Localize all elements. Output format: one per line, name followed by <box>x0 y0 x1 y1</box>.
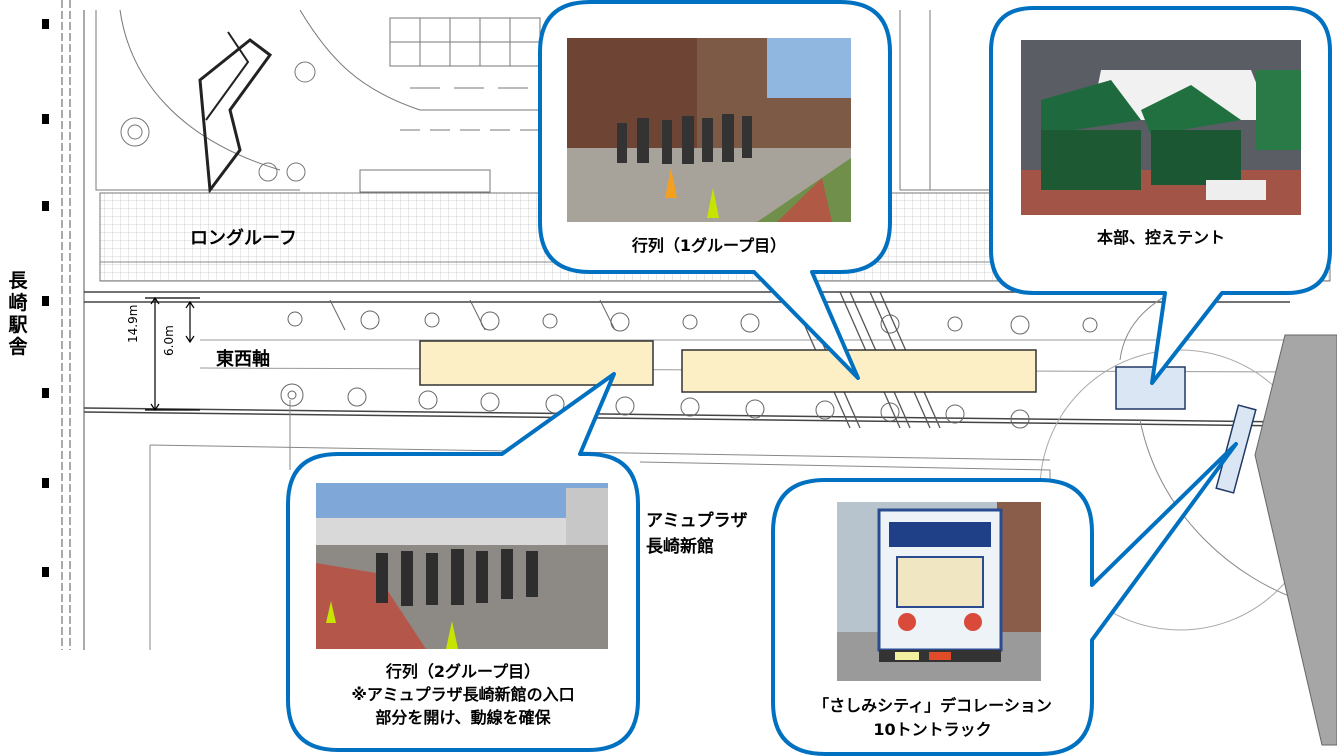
truck-photo <box>837 502 1041 681</box>
truck-area <box>1215 404 1257 494</box>
truck-caption-line1: 「さしみシティ」デコレーション <box>813 696 1052 715</box>
hq-tent-area <box>1115 366 1186 410</box>
building-wedge <box>1254 334 1337 746</box>
station-building-label: 長崎駅舎 <box>8 270 28 358</box>
queue2-photo <box>316 483 608 649</box>
queue1-caption: 行列（1グループ目） <box>631 236 787 255</box>
dimension-lines <box>145 296 200 412</box>
truck-caption-line2: 10トントラック <box>873 720 992 739</box>
width-dimension-label: 14.9m <box>126 304 140 343</box>
hq-caption: 本部、控えテント <box>1096 228 1225 247</box>
long-roof-label: ロングルーフ <box>190 228 297 249</box>
queue2-caption-line2: ※アミュプラザ長崎新館の入口 <box>351 685 575 704</box>
hq-tent-photo <box>1021 40 1301 215</box>
amu-plaza-label-line1: アミュプラザ <box>646 511 748 531</box>
east-west-axis-label: 東西軸 <box>216 349 270 370</box>
queue-area-2 <box>419 340 654 386</box>
amu-plaza-label-line2: 長崎新館 <box>646 537 714 557</box>
queue1-photo <box>567 38 851 222</box>
queue2-caption-line1: 行列（2グループ目） <box>385 662 541 681</box>
edge-markers <box>42 19 49 577</box>
queue-area-1 <box>681 349 1037 393</box>
inner-dimension-label: 6.0m <box>162 325 176 356</box>
queue2-caption-line3: 部分を開け、動線を確保 <box>375 708 551 727</box>
